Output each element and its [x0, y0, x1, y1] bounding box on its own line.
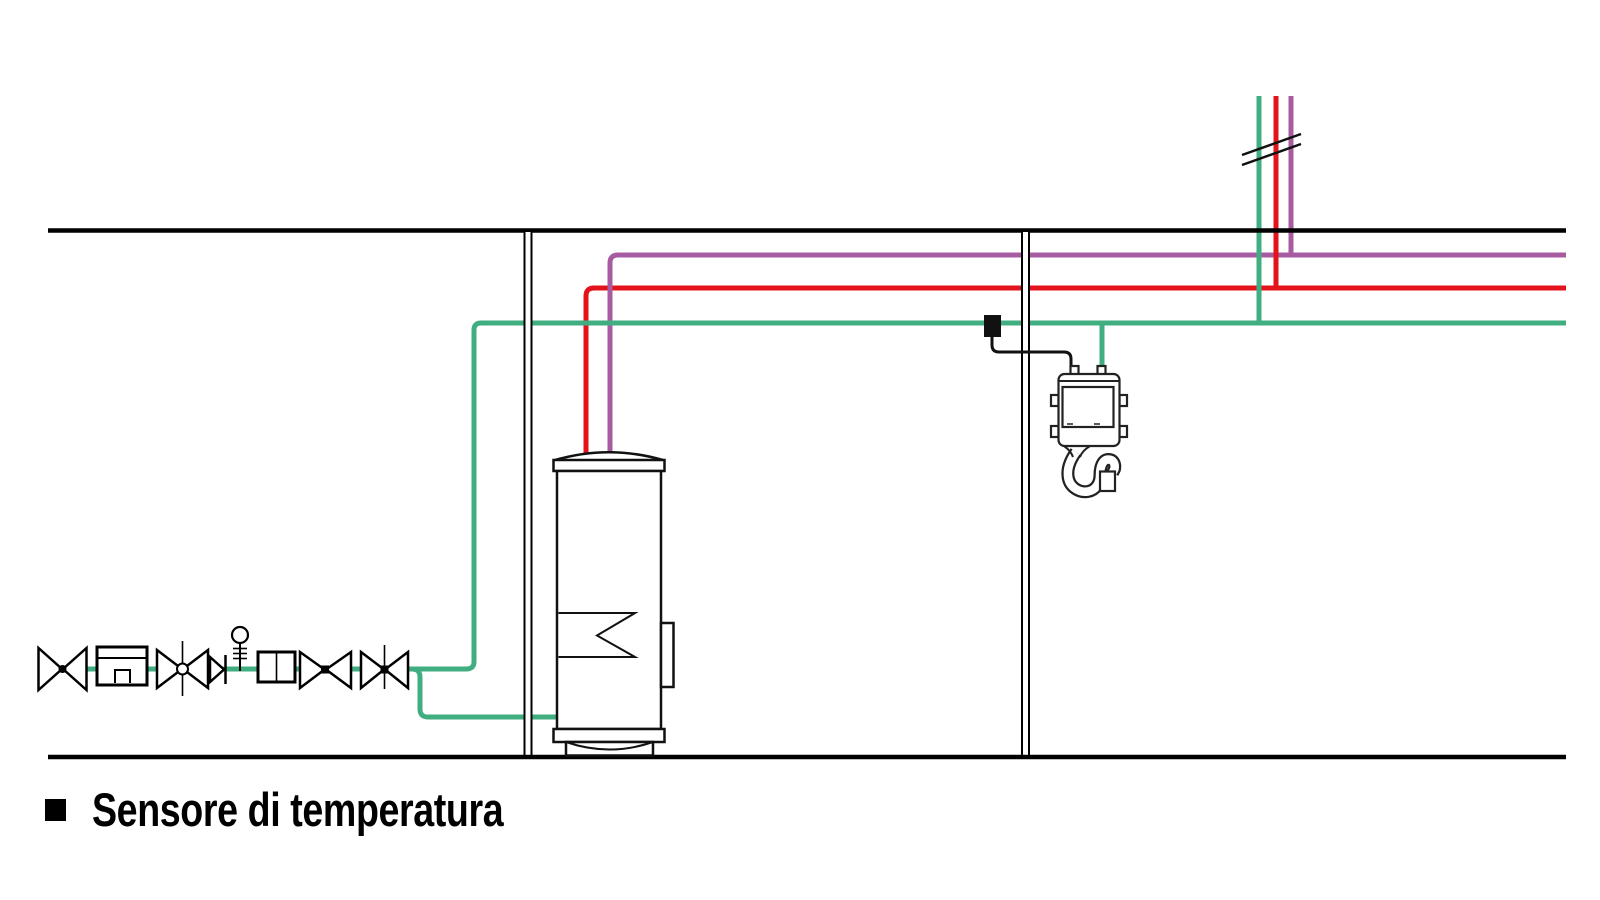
cold-water-heater-feed-pipe [411, 666, 558, 720]
heating-element-icon [558, 612, 639, 658]
heater-body [555, 469, 663, 731]
filter-icon [256, 650, 297, 684]
heater-bottom-band [552, 727, 666, 744]
check-valve-icon [208, 654, 227, 685]
unit-funnel [1079, 445, 1091, 458]
water-meter-icon [95, 645, 149, 687]
sensor-cable [990, 334, 1073, 368]
hot-water-pipe [583, 285, 1566, 456]
shutoff-valve-stem-icon [155, 641, 210, 696]
shutoff-valve-icon [37, 645, 88, 693]
recirculation-pipe [607, 252, 1566, 456]
heater-bottom-arc [565, 741, 654, 751]
pipes [40, 96, 1566, 720]
unit-funnel [1063, 445, 1074, 458]
wall-right [1021, 232, 1030, 755]
heater-side-panel [659, 621, 675, 689]
unit-tab [1118, 424, 1129, 439]
heater-top-band [552, 458, 666, 473]
unit-tab [1118, 393, 1129, 408]
valve-assembly [37, 625, 410, 696]
cold-water-pipe [40, 320, 1566, 672]
shutoff-valve-stem-icon [359, 645, 410, 691]
storage-water-heater [552, 451, 675, 757]
shutoff-valve-icon [298, 649, 353, 691]
pressure-gauge-icon [230, 625, 250, 671]
unit-outlet [1098, 470, 1117, 493]
pipe-break-icon [1241, 132, 1302, 167]
temperature-sensor-icon [984, 315, 1001, 337]
unit-display [1061, 385, 1115, 429]
wall-left [523, 232, 533, 755]
unit-siphon-inner [1063, 449, 1119, 496]
temperature-sensor-group [984, 315, 1073, 368]
unit-tab [1049, 393, 1060, 408]
unit-tab [1049, 424, 1060, 439]
temperature-sensor-legend-swatch [45, 798, 66, 821]
legend: Sensore di temperatura [45, 782, 606, 837]
legend-label: Sensore di temperatura [92, 783, 504, 836]
wall-mounted-unit [1049, 364, 1129, 499]
